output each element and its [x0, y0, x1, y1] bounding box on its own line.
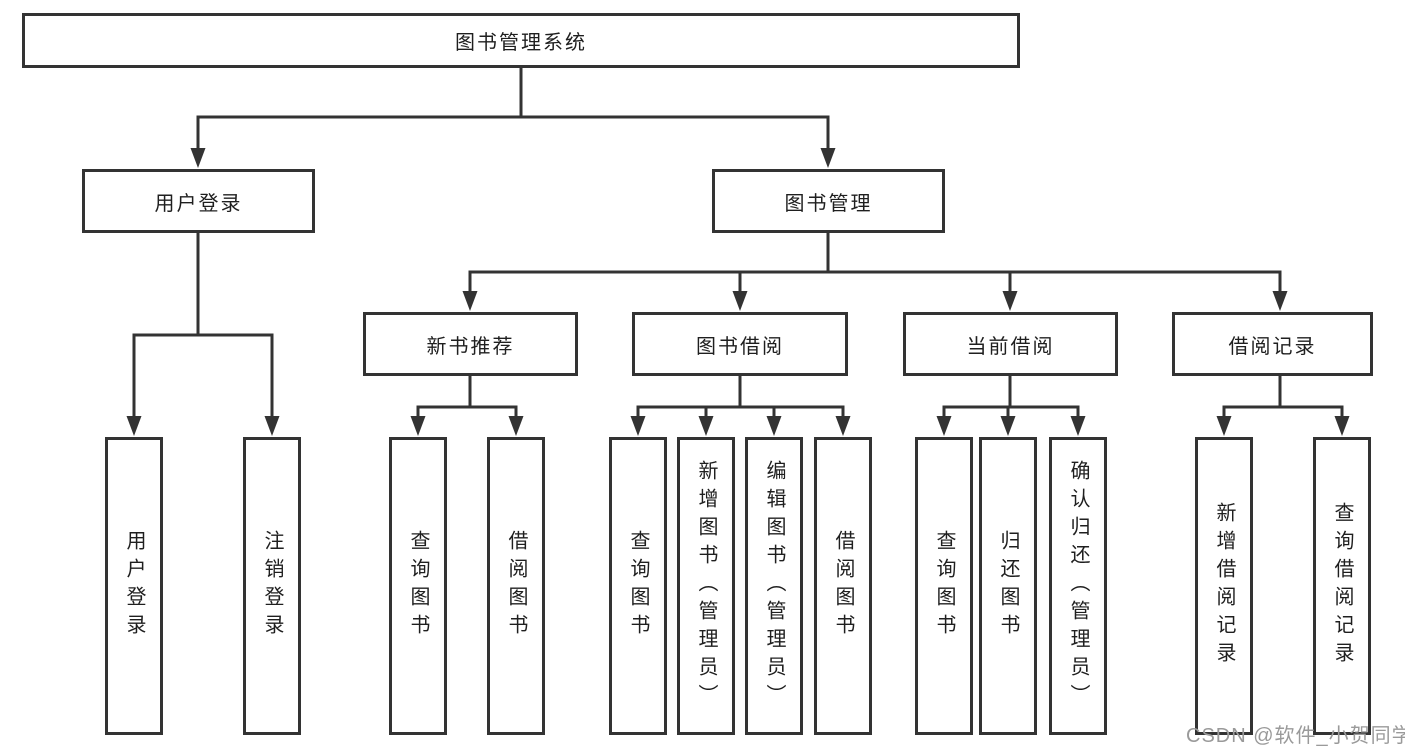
leaf-logout-label: 注销登录 [261, 530, 283, 642]
leaf-edit-books-admin-label: 编辑图书（管理员） [763, 460, 785, 712]
node-book-borrow: 图书借阅 [632, 312, 848, 376]
node-book-management: 图书管理 [712, 169, 945, 233]
leaf-query-books-recommend: 查询图书 [389, 437, 447, 735]
leaf-query-books-current: 查询图书 [915, 437, 973, 735]
leaf-edit-books-admin: 编辑图书（管理员） [745, 437, 803, 735]
node-borrow-records: 借阅记录 [1172, 312, 1373, 376]
leaf-add-books-admin-label: 新增图书（管理员） [695, 460, 717, 712]
leaf-borrow-books: 借阅图书 [814, 437, 872, 735]
leaf-confirm-return-admin-label: 确认归还（管理员） [1067, 460, 1089, 712]
leaf-add-borrow-record: 新增借阅记录 [1195, 437, 1253, 735]
leaf-return-books-label: 归还图书 [997, 530, 1019, 642]
arrowhead-icons [126, 148, 1350, 436]
leaf-query-borrow-record: 查询借阅记录 [1313, 437, 1371, 735]
leaf-query-books-borrow-label: 查询图书 [627, 530, 649, 642]
leaf-user-login: 用户登录 [105, 437, 163, 735]
node-user-login: 用户登录 [82, 169, 315, 233]
node-root: 图书管理系统 [22, 13, 1020, 68]
leaf-query-books-borrow: 查询图书 [609, 437, 667, 735]
leaf-borrow-books-recommend-label: 借阅图书 [505, 530, 527, 642]
leaf-query-books-recommend-label: 查询图书 [407, 530, 429, 642]
leaf-borrow-books-label: 借阅图书 [832, 530, 854, 642]
leaf-logout: 注销登录 [243, 437, 301, 735]
leaf-confirm-return-admin: 确认归还（管理员） [1049, 437, 1107, 735]
leaf-borrow-books-recommend: 借阅图书 [487, 437, 545, 735]
node-new-book-recommend: 新书推荐 [363, 312, 578, 376]
leaf-add-books-admin: 新增图书（管理员） [677, 437, 735, 735]
leaf-user-login-label: 用户登录 [123, 530, 145, 642]
leaf-query-books-current-label: 查询图书 [933, 530, 955, 642]
leaf-query-borrow-record-label: 查询借阅记录 [1331, 502, 1353, 670]
node-current-borrow: 当前借阅 [903, 312, 1118, 376]
csdn-watermark: CSDN @软件_小贺同学 [1186, 725, 1405, 747]
leaf-return-books: 归还图书 [979, 437, 1037, 735]
leaf-add-borrow-record-label: 新增借阅记录 [1213, 502, 1235, 670]
